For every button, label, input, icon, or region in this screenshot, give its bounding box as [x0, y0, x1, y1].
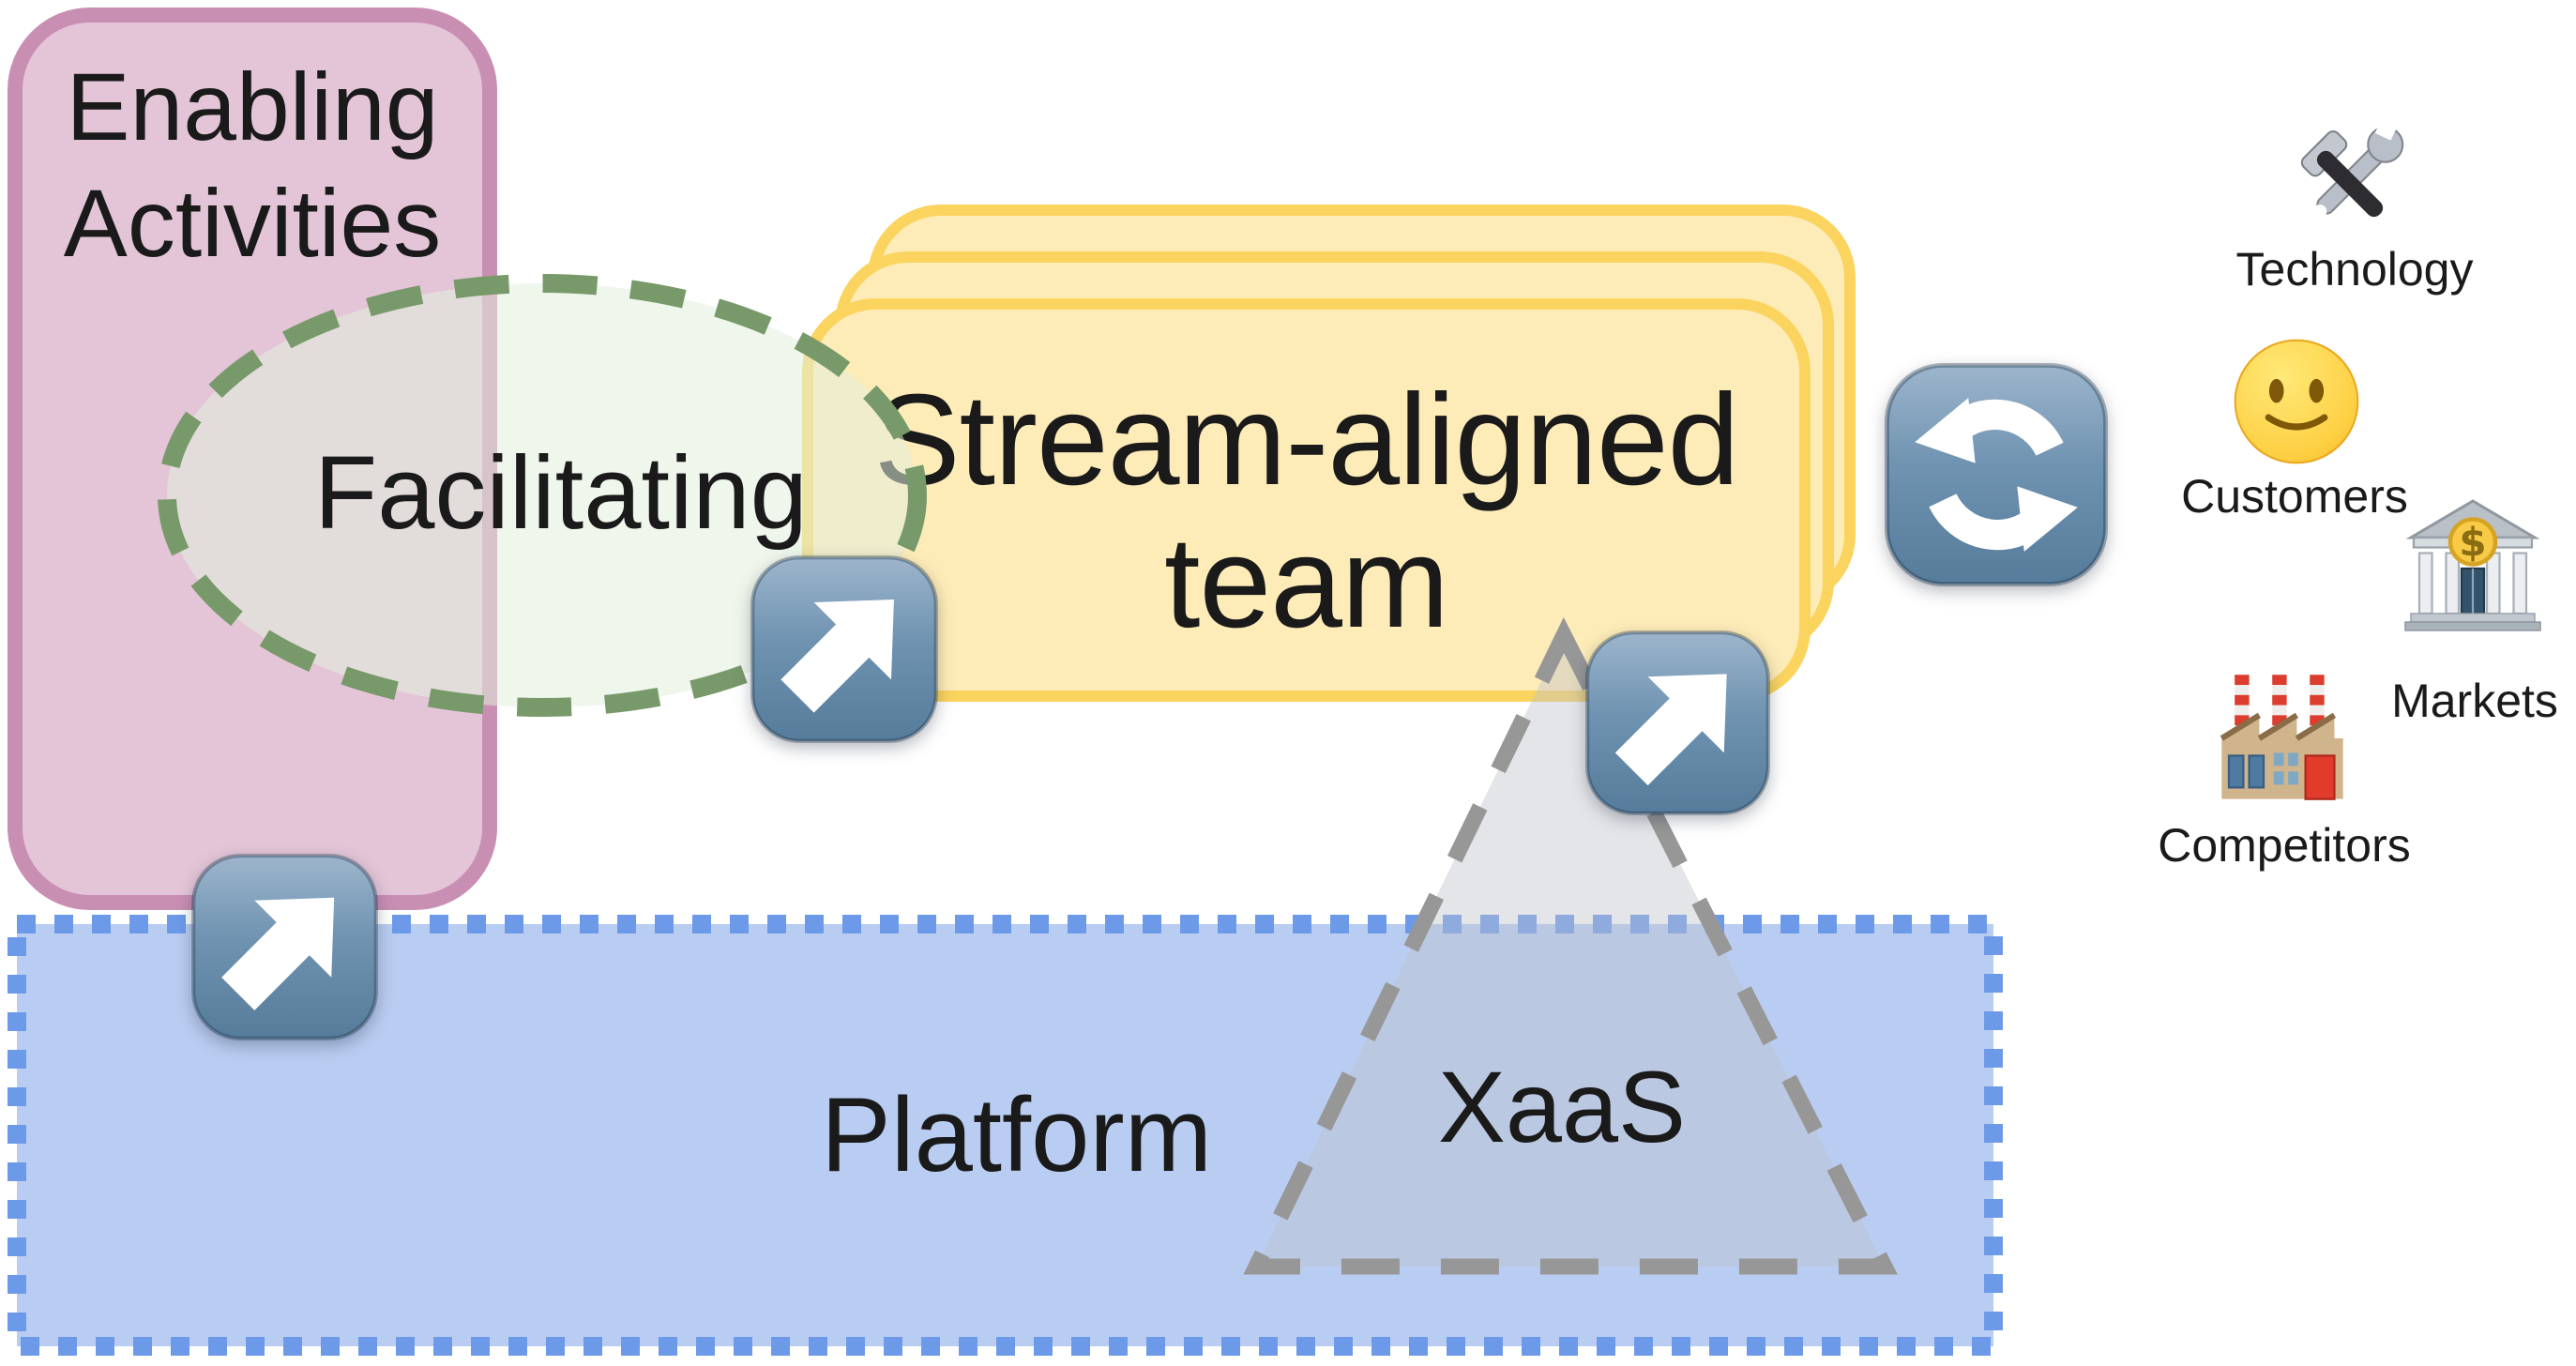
stream-aligned-label: Stream-aligned team	[873, 368, 1740, 655]
bank-icon: $	[2402, 495, 2543, 636]
enabling-activities-label: Enabling Activities	[63, 53, 442, 278]
counterclockwise-arrows-icon	[1880, 358, 2113, 591]
technology-label: Technology	[2235, 243, 2474, 296]
competitors-label: Competitors	[2158, 819, 2411, 872]
up-right-arrow-icon	[188, 850, 382, 1044]
xaas-triangle	[1243, 616, 1898, 1275]
svg-text:$: $	[2459, 520, 2486, 566]
markets-label: Markets	[2391, 675, 2558, 727]
facilitating-label: Facilitating	[314, 435, 808, 551]
smiley-face-icon	[2230, 335, 2363, 468]
factory-icon	[2210, 666, 2355, 811]
hammer-wrench-icon	[2281, 115, 2415, 249]
up-right-arrow-icon	[1582, 627, 1774, 819]
facilitating-ellipse	[158, 274, 927, 717]
xaas-label: XaaS	[1437, 1050, 1687, 1163]
up-right-arrow-icon	[747, 552, 942, 747]
platform-label: Platform	[821, 1076, 1212, 1193]
customers-label: Customers	[2181, 470, 2408, 523]
chimneys	[2235, 675, 2325, 738]
